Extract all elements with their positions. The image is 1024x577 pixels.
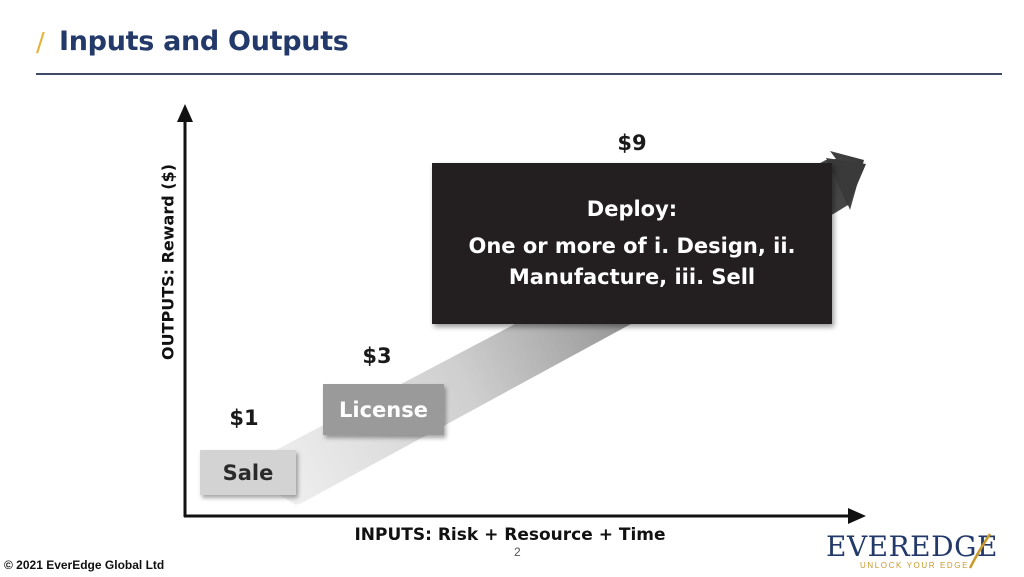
- logo-swoosh-icon: [968, 533, 992, 569]
- copyright-notice: © 2021 EverEdge Global Ltd: [4, 558, 165, 572]
- growth-arrow-head: [826, 158, 866, 206]
- title-divider: [36, 73, 1002, 75]
- deploy-box-line-1: One or more of i. Design, ii.: [468, 234, 796, 258]
- page-title: Inputs and Outputs: [59, 26, 349, 57]
- y-axis-label: OUTPUTS: Reward ($): [158, 163, 178, 361]
- logo-wordmark: EVEREDGE: [826, 530, 998, 563]
- y-axis-arrowhead: [177, 104, 193, 122]
- x-axis-label: INPUTS: Risk + Resource + Time: [354, 525, 666, 545]
- license-box: License: [323, 384, 444, 435]
- deploy-box-line-2: Manufacture, iii. Sell: [508, 265, 756, 289]
- page-number: 2: [514, 545, 521, 559]
- license-box-label: License: [339, 397, 428, 422]
- sale-price-label: $1: [229, 406, 259, 430]
- title-accent-slash: /: [36, 28, 45, 58]
- sale-box-label: Sale: [222, 460, 274, 485]
- license-price-label: $3: [362, 344, 392, 368]
- everedge-logo: EVEREDGE UNLOCK YOUR EDGE: [826, 530, 998, 574]
- sale-box: Sale: [200, 450, 296, 495]
- deploy-box-heading: Deploy:: [586, 197, 678, 221]
- logo-tagline: UNLOCK YOUR EDGE: [860, 561, 970, 570]
- x-axis-arrowhead: [848, 508, 866, 524]
- deploy-price-label: $9: [617, 131, 647, 155]
- deploy-box: Deploy: One or more of i. Design, ii. Ma…: [432, 163, 832, 324]
